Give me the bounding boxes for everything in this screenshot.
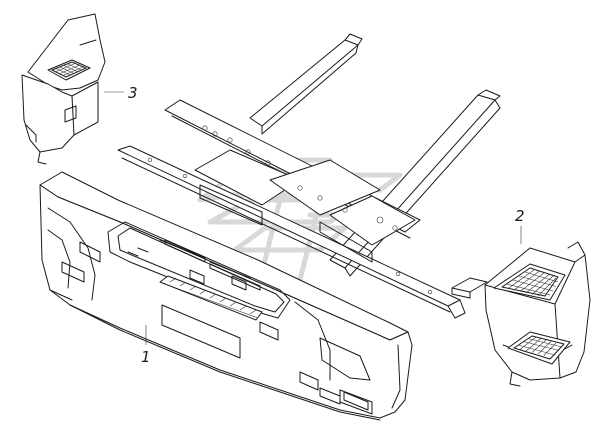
callout-label-3: 3 [128, 84, 138, 102]
front-bumper-part-1 [39, 171, 413, 421]
callout-label-1: 1 [141, 348, 151, 366]
tread-grid-upper-part-2 [501, 267, 559, 297]
tread-grid-lower-part-2 [513, 335, 565, 360]
chassis-frame [117, 33, 501, 319]
step-part-2 [451, 241, 591, 387]
callout-label-2: 2 [515, 207, 525, 225]
tread-grid-part-3 [50, 61, 88, 78]
step-bracket-part-3 [21, 13, 106, 165]
